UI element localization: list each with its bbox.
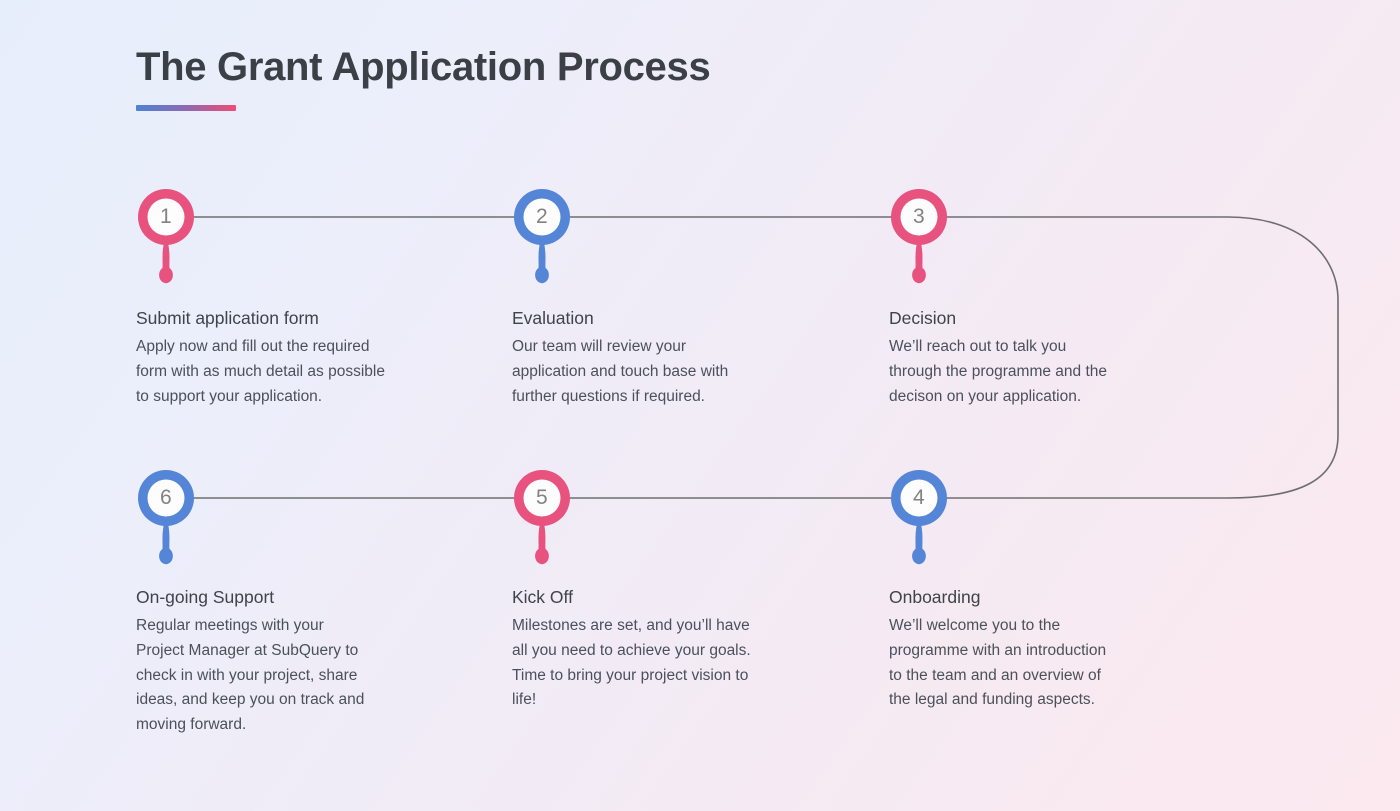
map-pin-icon bbox=[891, 189, 947, 284]
step-title: Kick Off bbox=[512, 587, 573, 607]
map-pin-icon bbox=[514, 189, 570, 284]
step-pin-number: 6 bbox=[160, 486, 172, 509]
step-pin-6[interactable]: 6 bbox=[135, 467, 197, 571]
step-title: Decision bbox=[889, 308, 957, 328]
step-title: Onboarding bbox=[889, 587, 981, 607]
step-pin-number: 2 bbox=[536, 205, 548, 228]
step-pin-5[interactable]: 5 bbox=[511, 467, 573, 571]
step-title: Submit application form bbox=[136, 308, 319, 328]
step-description: We’ll welcome you to the programme with … bbox=[889, 617, 1107, 709]
map-pin-icon bbox=[514, 470, 570, 565]
step-description: Regular meetings with your Project Manag… bbox=[136, 617, 365, 734]
step-text-6: On-going Support Regular meetings with y… bbox=[136, 587, 368, 738]
step-pin-number: 3 bbox=[913, 205, 925, 228]
step-text-1: Submit application form Apply now and fi… bbox=[136, 308, 386, 409]
step-text-5: Kick Off Milestones are set, and you’ll … bbox=[512, 587, 752, 713]
step-text-2: Evaluation Our team will review your app… bbox=[512, 308, 747, 409]
map-pin-icon bbox=[891, 470, 947, 565]
step-pin-number: 4 bbox=[913, 486, 925, 509]
step-text-3: Decision We’ll reach out to talk you thr… bbox=[889, 308, 1121, 409]
step-pin-number: 1 bbox=[160, 205, 172, 228]
step-title: On-going Support bbox=[136, 587, 275, 607]
step-pin-1[interactable]: 1 bbox=[135, 186, 197, 290]
step-title: Evaluation bbox=[512, 308, 594, 328]
step-description: Our team will review your application an… bbox=[512, 338, 729, 405]
step-description: Apply now and fill out the required form… bbox=[136, 338, 385, 405]
header: The Grant Application Process bbox=[136, 44, 711, 111]
step-pin-2[interactable]: 2 bbox=[511, 186, 573, 290]
step-pin-4[interactable]: 4 bbox=[888, 467, 950, 571]
map-pin-icon bbox=[138, 470, 194, 565]
page-title: The Grant Application Process bbox=[136, 45, 711, 89]
step-pin-3[interactable]: 3 bbox=[888, 186, 950, 290]
step-description: Milestones are set, and you’ll have all … bbox=[512, 617, 751, 709]
step-text-4: Onboarding We’ll welcome you to the prog… bbox=[889, 587, 1121, 713]
map-pin-icon bbox=[138, 189, 194, 284]
title-underline-accent bbox=[136, 105, 236, 111]
step-description: We’ll reach out to talk you through the … bbox=[889, 338, 1107, 405]
step-pin-number: 5 bbox=[536, 486, 548, 509]
